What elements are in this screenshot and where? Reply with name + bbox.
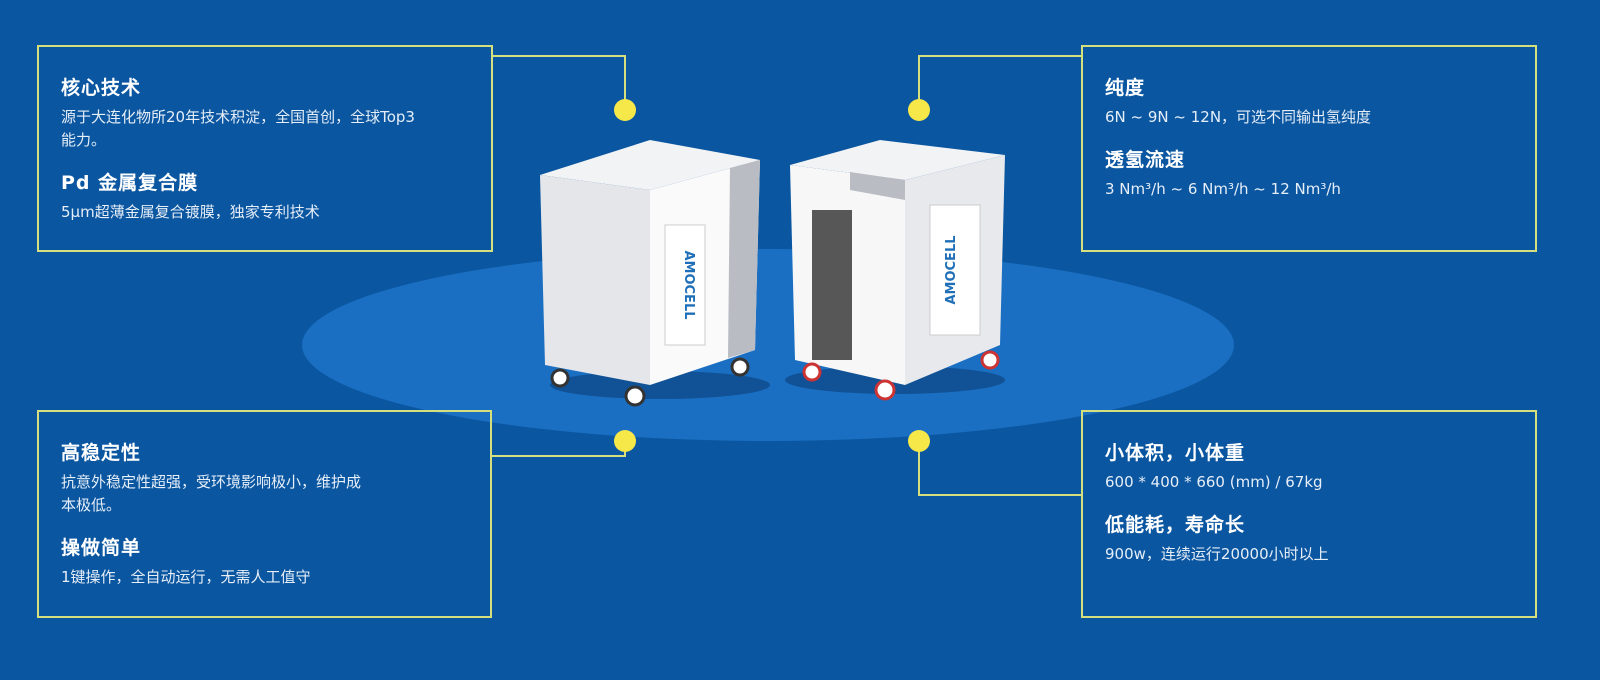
feature-title: 小体积，小体重	[1105, 442, 1246, 464]
feature-desc: 6N ~ 9N ~ 12N，可选不同输出氢纯度	[1105, 108, 1372, 126]
feature-desc: 600 * 400 * 660 (mm) / 67kg	[1105, 473, 1323, 491]
feature-title: 透氢流速	[1105, 149, 1186, 171]
feature-box-size: 小体积，小体重 600 * 400 * 660 (mm) / 67kg 低能耗，…	[1081, 410, 1537, 618]
machine-left: AMOCELL	[540, 140, 770, 407]
feature-desc: 1键操作，全自动运行，无需人工值守	[61, 568, 311, 586]
dot-marker	[908, 430, 930, 452]
feature-title: 纯度	[1105, 77, 1146, 99]
feature-box-stability: 高稳定性 抗意外稳定性超强，受环境影响极小，维护成本极低。 操做简单 1键操作，…	[37, 410, 492, 618]
feature-desc: 源于大连化物所20年技术积淀，全国首创，全球Top3能力。	[61, 108, 415, 149]
dot-marker	[614, 99, 636, 121]
dot-marker	[614, 430, 636, 452]
feature-box-core-tech: 核心技术 源于大连化物所20年技术积淀，全国首创，全球Top3能力。 Pd 金属…	[37, 45, 493, 252]
feature-title: 核心技术	[61, 77, 142, 99]
feature-title: 低能耗，寿命长	[1105, 514, 1246, 536]
brand-label: AMOCELL	[681, 250, 696, 319]
feature-desc: 抗意外稳定性超强，受环境影响极小，维护成本极低。	[61, 473, 362, 514]
feature-title: 操做简单	[61, 537, 142, 559]
feature-desc: 900w，连续运行20000小时以上	[1105, 545, 1329, 563]
feature-title: 高稳定性	[61, 442, 142, 464]
feature-box-purity: 纯度 6N ~ 9N ~ 12N，可选不同输出氢纯度 透氢流速 3 Nm³/h …	[1081, 45, 1537, 252]
feature-desc: 3 Nm³/h ~ 6 Nm³/h ~ 12 Nm³/h	[1105, 180, 1341, 198]
brand-label: AMOCELL	[944, 235, 959, 304]
feature-title: Pd 金属复合膜	[61, 172, 199, 194]
dot-marker	[908, 99, 930, 121]
machine-right: AMOCELL	[785, 140, 1005, 401]
feature-desc: 5μm超薄金属复合镀膜，独家专利技术	[61, 203, 320, 221]
